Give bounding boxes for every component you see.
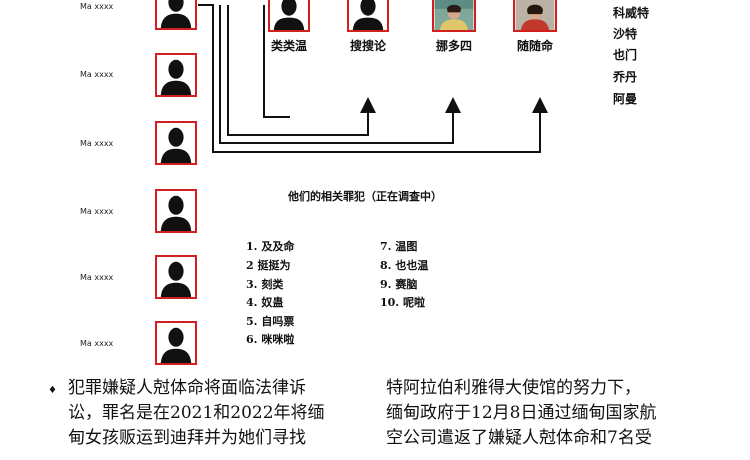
person-silhouette-icon xyxy=(160,0,192,28)
country-name: 阿曼 xyxy=(613,92,638,106)
suspect-name: 搜搜论 xyxy=(349,39,386,53)
crime-item: 5. 自吗票 xyxy=(246,315,295,328)
connector-line-2 xyxy=(227,5,376,136)
suspect-avatar xyxy=(155,189,197,233)
suspect-photo xyxy=(432,0,476,32)
person-silhouette-icon xyxy=(352,0,384,30)
connector-line-3 xyxy=(219,5,461,144)
connector-line-4 xyxy=(198,4,548,153)
crime-item: 3. 刻类 xyxy=(246,278,284,291)
person-silhouette-icon xyxy=(160,59,192,95)
paragraph-right: 特阿拉伯利雅得大使馆的努力下， 缅甸政府于12月8日通过缅甸国家航 空公司遣返了… xyxy=(386,376,736,451)
suspect-label: Ma xxxx xyxy=(80,339,114,348)
paragraph-line: 特阿拉伯利雅得大使馆的努力下， xyxy=(386,378,641,398)
crime-item: 10. 呢啦 xyxy=(380,296,425,309)
crimes-heading: 他们的相关罪犯（正在调查中） xyxy=(288,190,442,203)
person-silhouette-icon xyxy=(160,261,192,297)
paragraph-left: 犯罪嫌疑人尅体命将面临法律诉 讼，罪名是在2021和2022年将缅 甸女孩贩运到… xyxy=(68,376,368,451)
suspect-avatar xyxy=(155,321,197,365)
paragraph-line: 空公司遣返了嫌疑人尅体命和7名受 xyxy=(386,428,652,448)
suspect-avatar xyxy=(268,0,310,32)
country-name: 科威特 xyxy=(613,6,650,20)
person-silhouette-icon xyxy=(160,127,192,163)
connector-line-1 xyxy=(263,5,290,118)
crime-item: 1. 及及命 xyxy=(246,240,295,253)
suspect-name: 类类温 xyxy=(270,39,307,53)
suspect-avatar xyxy=(155,121,197,165)
suspect-name: 挪多四 xyxy=(435,39,472,53)
crime-item: 2 挺挺为 xyxy=(246,259,291,272)
suspect-avatar xyxy=(155,53,197,97)
woman-photo-icon xyxy=(434,0,474,30)
suspect-label: Ma xxxx xyxy=(80,139,114,148)
suspect-label: Ma xxxx xyxy=(80,273,114,282)
paragraph-line: 缅甸政府于12月8日通过缅甸国家航 xyxy=(386,403,657,423)
country-name: 乔丹 xyxy=(613,70,638,84)
person-silhouette-icon xyxy=(273,0,305,30)
paragraph-line: 甸女孩贩运到迪拜并为她们寻找 xyxy=(68,428,306,448)
country-name: 也门 xyxy=(613,48,638,62)
crime-item: 4. 奴蛊 xyxy=(246,296,284,309)
crime-item: 6. 咪咪啦 xyxy=(246,333,295,346)
crime-item: 8. 也也温 xyxy=(380,259,429,272)
bullet-icon: ♦ xyxy=(48,385,57,396)
suspect-avatar xyxy=(155,255,197,299)
crime-item: 9. 赛脑 xyxy=(380,278,418,291)
suspect-avatar xyxy=(155,0,197,30)
suspect-label: Ma xxxx xyxy=(80,207,114,216)
woman-photo-icon xyxy=(515,0,555,30)
paragraph-line: 犯罪嫌疑人尅体命将面临法律诉 xyxy=(68,378,306,398)
country-name: 沙特 xyxy=(613,27,638,41)
suspect-name: 随随命 xyxy=(516,39,553,53)
person-silhouette-icon xyxy=(160,195,192,231)
suspect-label: Ma xxxx xyxy=(80,2,114,11)
suspect-label: Ma xxxx xyxy=(80,70,114,79)
suspect-photo xyxy=(513,0,557,32)
paragraph-line: 讼，罪名是在2021和2022年将缅 xyxy=(68,403,325,423)
person-silhouette-icon xyxy=(160,327,192,363)
crime-item: 7. 温图 xyxy=(380,240,418,253)
suspect-avatar xyxy=(347,0,389,32)
